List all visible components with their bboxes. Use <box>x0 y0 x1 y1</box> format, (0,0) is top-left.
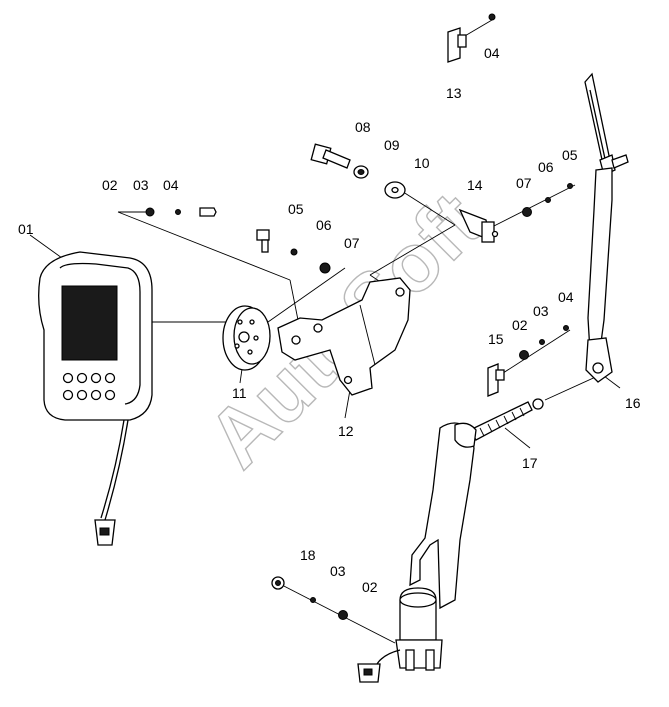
bolt-set-upper <box>310 143 406 199</box>
label-18: 18 <box>300 547 316 563</box>
monitor-display-part <box>38 251 153 546</box>
small-bracket-13 <box>447 13 496 63</box>
label-16: 16 <box>625 395 641 411</box>
label-07-right: 07 <box>516 175 532 191</box>
label-13: 13 <box>446 85 462 101</box>
label-06-right: 06 <box>538 159 554 175</box>
label-03-bottom: 03 <box>330 563 346 579</box>
label-03-right: 03 <box>533 303 549 319</box>
label-14: 14 <box>467 177 483 193</box>
fastener-set-bottom <box>271 576 348 620</box>
label-07-center: 07 <box>344 235 360 251</box>
label-02-right: 02 <box>512 317 528 333</box>
label-17: 17 <box>522 455 538 471</box>
bolt-set-center <box>256 229 331 274</box>
motor-arm-assembly-17 <box>357 398 544 683</box>
label-09: 09 <box>384 137 400 153</box>
monitor-buttons <box>62 372 116 401</box>
label-04-top: 04 <box>484 45 500 61</box>
label-03-top-left: 03 <box>133 177 149 193</box>
label-05-right: 05 <box>562 147 578 163</box>
label-02-bottom: 02 <box>362 579 378 595</box>
label-15: 15 <box>488 331 504 347</box>
wiper-blade-arm-16 <box>584 72 629 383</box>
label-08: 08 <box>355 119 371 135</box>
bracket-set-15 <box>487 325 569 397</box>
label-05-center: 05 <box>288 201 304 217</box>
label-04-top-left: 04 <box>163 177 179 193</box>
callout-labels: 01 02 03 04 04 13 08 09 10 05 06 07 14 0… <box>18 45 641 595</box>
mounting-bracket-12 <box>277 277 411 396</box>
round-plate-11 <box>222 305 271 371</box>
label-02-top-left: 02 <box>102 177 118 193</box>
label-11: 11 <box>232 385 247 401</box>
label-06-center: 06 <box>316 217 332 233</box>
label-01: 01 <box>18 221 34 237</box>
bracket-set-14 <box>458 183 573 243</box>
label-04-right: 04 <box>558 289 574 305</box>
fastener-set-top-left <box>145 207 217 217</box>
label-12: 12 <box>338 423 354 439</box>
label-10: 10 <box>414 155 430 171</box>
